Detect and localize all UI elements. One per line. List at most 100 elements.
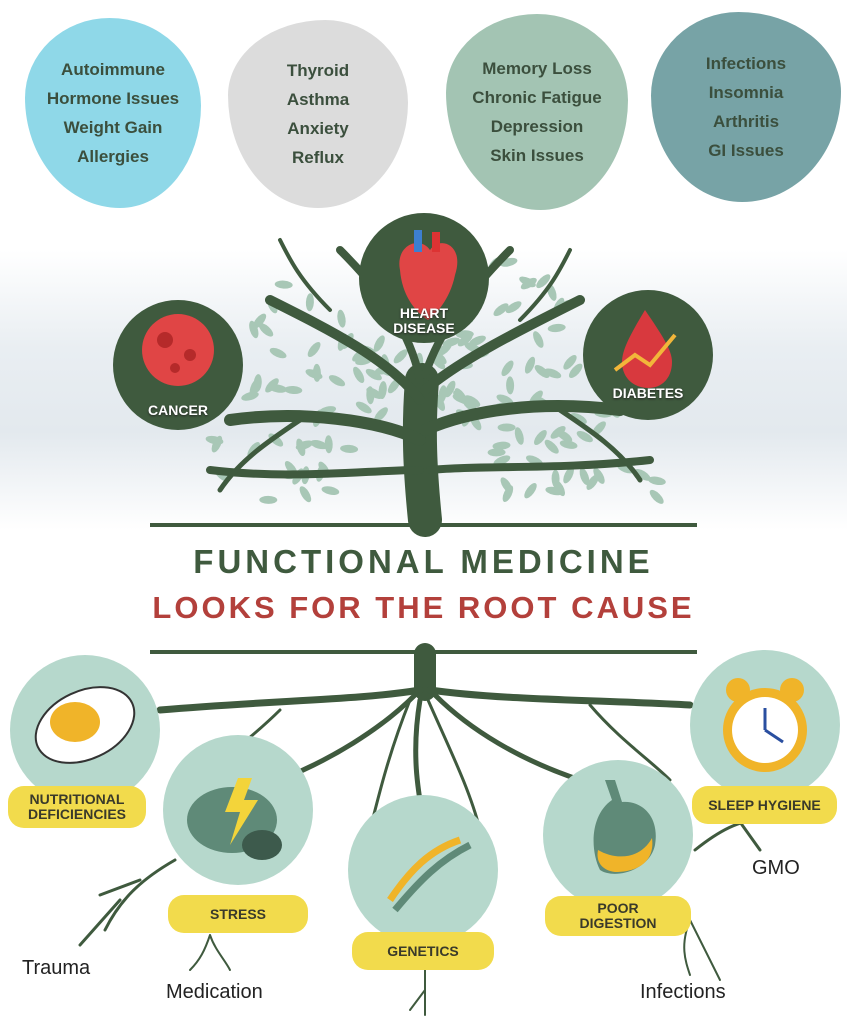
leaf [340,444,359,453]
blood-drop-chart-icon [613,310,677,388]
leaf [514,427,524,445]
leaf [295,440,314,450]
leaf [524,483,537,499]
genetics-circle [348,795,498,945]
symptom: Memory Loss [482,59,592,78]
symptom: Reflux [292,148,344,167]
leaf [328,375,346,387]
heart-icon [399,230,458,320]
leaf [501,360,514,377]
leaf [373,335,385,352]
leaf [502,485,514,503]
gmo-label: GMO [752,857,800,879]
leaf [337,309,346,328]
symptom-blob-3: Memory Loss Chronic Fatigue Depression S… [446,14,628,210]
leaf [442,337,461,347]
pill-line: NUTRITIONAL [29,791,125,807]
symptom: Asthma [286,90,350,109]
symptom: Hormone Issues [46,89,180,108]
heart-disease-label: HEART DISEASE [384,306,464,336]
leaf [593,467,605,484]
symptom: Allergies [77,147,149,166]
symptom-blob-4: Infections Insomnia Arthritis GI Issues [651,12,841,202]
poor-digestion-label: POOR DIGESTION [545,896,691,936]
title-line1: FUNCTIONAL MEDICINE [193,543,654,580]
leaf [299,486,312,503]
symptom: Chronic Fatigue [472,88,602,107]
leaf [579,468,590,486]
leaf [634,469,651,481]
leaf [305,369,323,380]
leaf [559,440,578,449]
leaf [534,429,547,446]
leaf [324,435,333,454]
leaf [519,276,536,288]
symptom: GI Issues [708,141,784,160]
leaf [576,431,593,443]
leaf [253,313,267,329]
egg-icon [34,686,136,764]
leaf [497,423,516,432]
heart-label-line2: DISEASE [393,320,455,336]
medication-label: Medication [166,981,263,1003]
genetics-label: GENETICS [352,932,494,970]
cancer-label: CANCER [148,402,208,418]
leaf [307,341,321,358]
leaf [570,412,587,425]
leaf [493,303,509,317]
leaf [469,335,486,346]
leaf [353,366,365,384]
alarm-clock-icon [723,678,807,772]
leaf [355,401,372,414]
leaf [553,479,565,497]
diabetes-label: DIABETES [612,385,684,401]
leaf [544,439,559,454]
infections-label: Infections [640,981,726,1003]
leaf [438,385,447,404]
symptom: Anxiety [287,119,349,138]
leaf [464,395,481,407]
leaf [533,331,544,348]
sleep-hygiene-label: SLEEP HYGIENE [692,786,837,824]
symptom: Arthritis [712,112,780,131]
symptom: Infections [705,54,787,73]
leaf [563,466,574,484]
dna-icon [387,836,472,913]
leaf [269,347,287,359]
symptom: Depression [490,117,584,136]
leaf [305,293,314,312]
symptom: Skin Issues [490,146,584,165]
leaf [524,356,536,374]
trauma-label: Trauma [22,957,91,979]
leaf [378,381,387,400]
leaf [249,379,259,398]
leaf [563,355,577,370]
leaf [586,474,599,490]
divider-top [150,523,697,527]
leaf [649,489,664,504]
leaf [536,274,551,289]
pill-line: DIGESTION [579,915,657,931]
tree-branches [206,238,654,537]
leaf [365,368,382,381]
leaf [455,330,474,339]
leaf [550,426,566,439]
cancer-cell-icon [142,314,214,386]
leaf [544,368,562,379]
leaf [366,387,383,399]
roots [78,643,762,1016]
nutritional-deficiencies-label: NUTRITIONAL DEFICIENCIES [8,786,146,828]
leaf [393,349,408,364]
pill-line: POOR [597,900,639,916]
leaf [374,407,388,422]
heart-label-line1: HEART [399,305,449,321]
leaf [249,320,259,339]
leaf [284,385,303,395]
leaf [269,384,287,393]
leaf [453,390,468,405]
leaf [259,495,278,504]
leaf [321,486,340,495]
leaf [506,376,515,395]
symptom-blob-2: Thyroid Asthma Anxiety Reflux [228,20,408,208]
